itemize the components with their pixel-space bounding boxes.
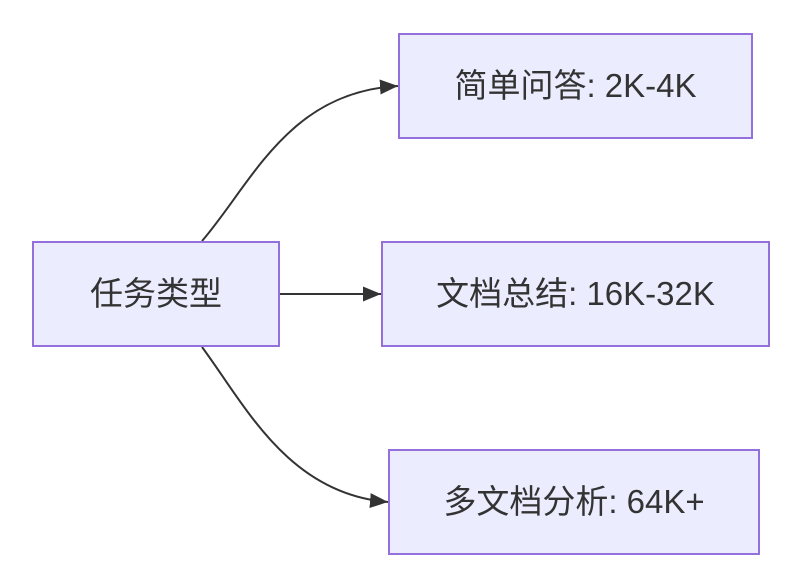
node-doc-summary-label: 文档总结: 16K-32K [436, 275, 715, 313]
node-doc-summary: 文档总结: 16K-32K [381, 241, 770, 347]
node-task-type-label: 任务类型 [90, 275, 222, 313]
node-simple-qa-label: 简单问答: 2K-4K [454, 67, 697, 105]
node-task-type: 任务类型 [32, 241, 280, 347]
edge-root-to-multi-doc [201, 346, 389, 509]
node-simple-qa: 简单问答: 2K-4K [398, 33, 753, 139]
node-multi-doc-label: 多文档分析: 64K+ [443, 483, 705, 521]
node-multi-doc: 多文档分析: 64K+ [388, 449, 760, 555]
edge-root-to-simple-qa [201, 79, 399, 242]
